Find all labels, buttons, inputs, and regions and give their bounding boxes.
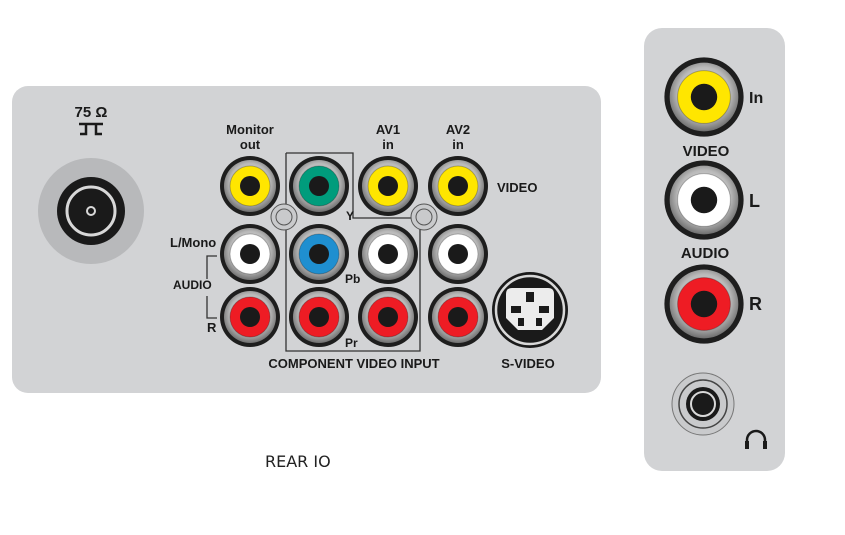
monitor-out-audio-r-jack[interactable] [220, 287, 280, 347]
side-video-label: VIDEO [683, 143, 730, 160]
monitor-out-audio-l-jack[interactable] [220, 224, 280, 284]
headphones-icon [745, 429, 767, 449]
rear-io-caption: REAR IO [265, 452, 331, 471]
component-y-jack[interactable] [289, 156, 349, 216]
screw-right [410, 203, 438, 231]
av2-video-jack[interactable] [428, 156, 488, 216]
av2-audio-r-jack[interactable] [428, 287, 488, 347]
av1-video-jack[interactable] [358, 156, 418, 216]
antenna-label: 75 Ω [75, 104, 108, 121]
av1-audio-r-jack[interactable] [358, 287, 418, 347]
av1-audio-l-jack[interactable] [358, 224, 418, 284]
video-row-label: VIDEO [497, 180, 537, 195]
lmono-label: L/Mono [170, 235, 216, 250]
s-video-label: S-VIDEO [501, 356, 554, 371]
headphone-jack[interactable] [671, 372, 735, 436]
antenna-connector[interactable] [38, 158, 144, 264]
audio-group-label: AUDIO [173, 278, 212, 292]
monitor-out-video-jack[interactable] [220, 156, 280, 216]
side-video-in-jack[interactable] [664, 57, 744, 137]
component-bracket [285, 152, 421, 352]
screw-left [270, 203, 298, 231]
pb-label: Pb [345, 272, 360, 286]
side-r-label: R [749, 294, 762, 314]
side-in-label: In [749, 90, 763, 107]
r-row-label: R [207, 320, 217, 335]
side-panel [644, 28, 785, 471]
pr-label: Pr [345, 336, 358, 350]
component-pb-jack[interactable] [289, 224, 349, 284]
av2-audio-l-jack[interactable] [428, 224, 488, 284]
side-l-label: L [749, 191, 760, 211]
side-audio-label: AUDIO [681, 245, 730, 262]
antenna-symbol-icon [79, 122, 103, 136]
s-video-connector[interactable] [492, 272, 568, 348]
component-pr-jack[interactable] [289, 287, 349, 347]
audio-bracket [206, 255, 217, 319]
y-label: Y [346, 209, 354, 223]
side-audio-l-jack[interactable] [664, 160, 744, 240]
component-video-input-label: COMPONENT VIDEO INPUT [268, 356, 439, 371]
side-audio-r-jack[interactable] [664, 264, 744, 344]
